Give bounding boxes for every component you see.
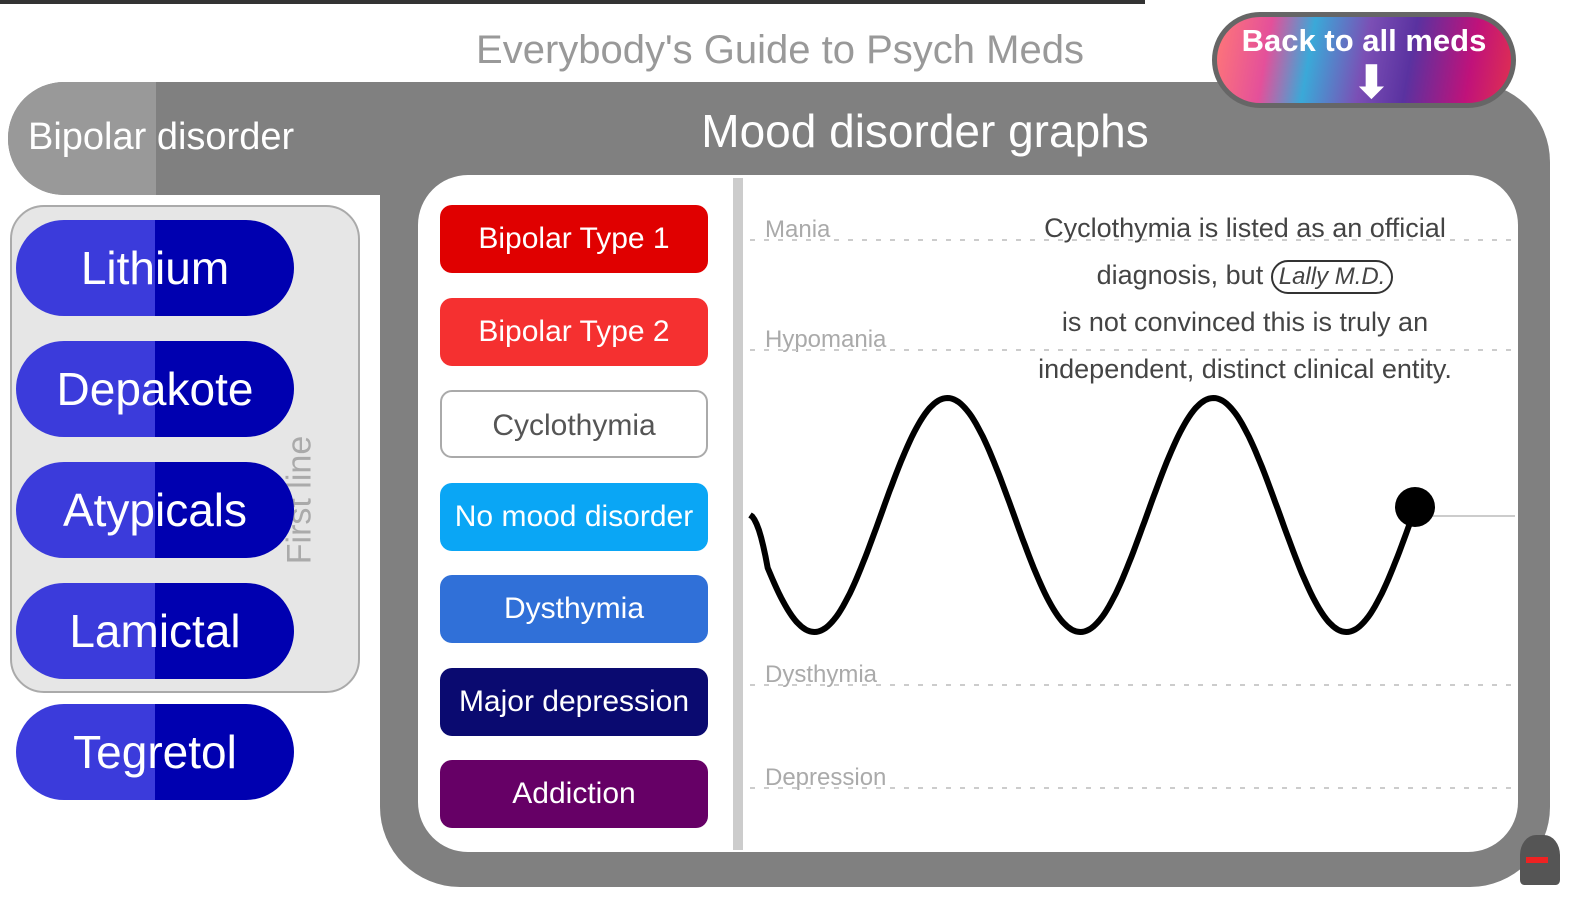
- level-label: Dysthymia: [765, 661, 878, 688]
- note-text: Cyclothymia is listed as an official dia…: [1044, 213, 1446, 290]
- diagnosis-button[interactable]: Major depression: [440, 667, 708, 736]
- back-label: Back to all meds: [1241, 23, 1487, 58]
- current-mood-dot: [1395, 487, 1435, 527]
- med-button-lamictal[interactable]: Lamictal: [16, 583, 294, 679]
- signature: Lally M.D.: [1270, 260, 1394, 294]
- note-text: is not convinced this is truly an indepe…: [1038, 307, 1452, 384]
- diagnosis-button[interactable]: Bipolar Type 2: [440, 297, 708, 366]
- med-button-tegretol[interactable]: Tegretol: [16, 704, 294, 800]
- back-to-all-meds-button[interactable]: Back to all meds ⬇: [1212, 12, 1516, 108]
- section-title: Mood disorder graphs: [701, 105, 1149, 157]
- mood-curve: [748, 394, 1418, 636]
- diagnosis-button[interactable]: Cyclothymia: [440, 390, 708, 458]
- med-button-atypicals[interactable]: Atypicals: [16, 462, 294, 558]
- diagnosis-button[interactable]: Bipolar Type 1: [440, 205, 708, 273]
- graph-note: Cyclothymia is listed as an official dia…: [1005, 205, 1485, 393]
- med-button-lithium[interactable]: Lithium: [16, 220, 294, 316]
- diagnosis-button[interactable]: No mood disorder: [440, 482, 708, 551]
- level-label: Depression: [765, 764, 887, 791]
- diagnosis-button[interactable]: Addiction: [440, 760, 708, 828]
- top-border: [0, 0, 1145, 4]
- down-arrow-icon: ⬇: [1353, 58, 1390, 107]
- level-label: Mania: [765, 216, 831, 243]
- tab-label: Bipolar disorder: [28, 116, 295, 158]
- divider: [733, 178, 743, 850]
- med-button-depakote[interactable]: Depakote: [16, 341, 294, 437]
- diagnosis-button[interactable]: Dysthymia: [440, 575, 708, 643]
- level-label: Hypomania: [765, 326, 887, 353]
- dog-mascot: [1520, 835, 1560, 885]
- app-title: Everybody's Guide to Psych Meds: [476, 28, 1084, 72]
- tab-bipolar-disorder[interactable]: [8, 82, 156, 195]
